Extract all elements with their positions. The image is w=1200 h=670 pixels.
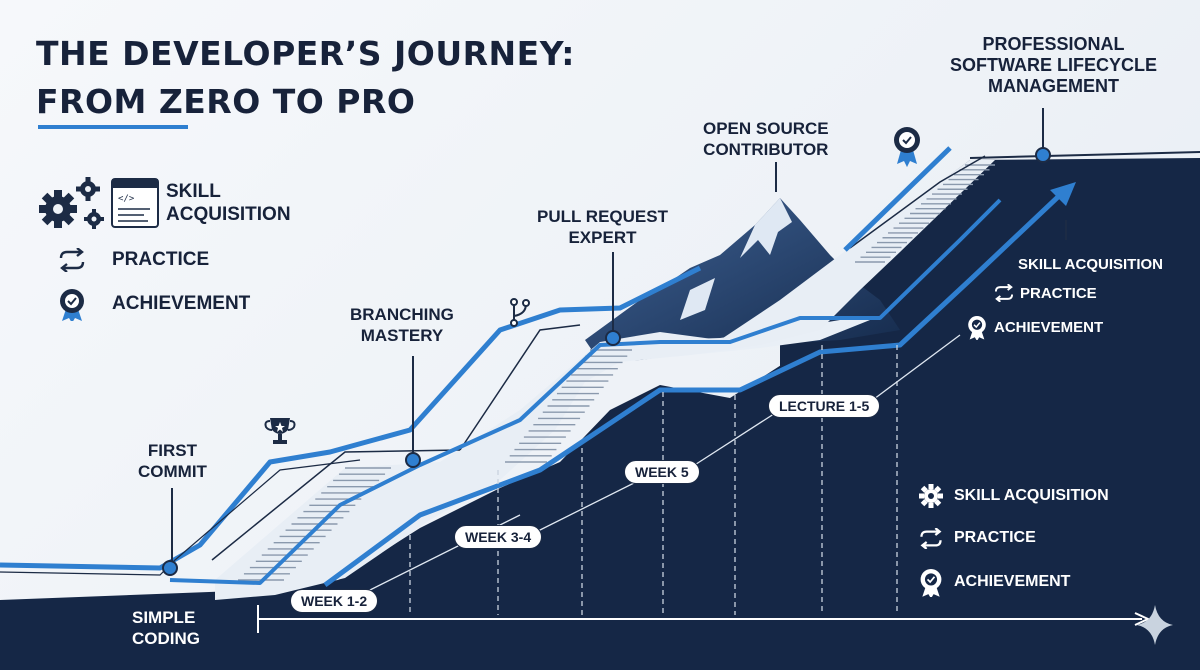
gears-icon xyxy=(36,173,108,233)
trophy-icon xyxy=(264,418,296,444)
legend-bottom-achievement: ACHIEVEMENT xyxy=(912,560,1109,604)
legend-top-left: </> SKILL ACQUISITION PRACTICE xyxy=(36,170,291,326)
git-branch-icon xyxy=(510,298,530,327)
timeline-pill-week-1-2: WEEK 1-2 xyxy=(290,589,379,613)
cycle-arrows-icon xyxy=(36,248,108,272)
milestone-open-source-contributor: OPEN SOURCE CONTRIBUTOR xyxy=(703,119,829,159)
stairs-lower xyxy=(238,467,391,581)
stair-band-light xyxy=(215,160,995,600)
milestone-leaders xyxy=(171,108,1200,568)
award-badge-icon xyxy=(36,287,108,321)
journey-line-top-dark xyxy=(0,459,361,576)
milestone-professional: PROFESSIONAL SOFTWARE LIFECYCLE MANAGEME… xyxy=(950,34,1157,96)
award-badge-icon xyxy=(912,567,950,597)
legend-item-practice: PRACTICE xyxy=(36,238,291,282)
legend-right: SKILL ACQUISITION PRACTICE ACHIEVEMENT xyxy=(968,252,1164,344)
journey-line-lower xyxy=(169,198,1002,585)
progress-arrowhead xyxy=(1050,182,1076,206)
handrail-mid xyxy=(459,324,581,451)
milestone-first-commit: FIRST COMMIT xyxy=(138,441,207,481)
legend-right-skill: SKILL ACQUISITION xyxy=(1018,255,1164,273)
legend-right-achievement: ACHIEVEMENT xyxy=(962,310,1163,344)
legend-right-practice: PRACTICE xyxy=(990,276,1163,310)
legend-bottom-skill: SKILL ACQUISITION xyxy=(912,476,1109,516)
code-window-icon: </> xyxy=(108,175,162,231)
timeline-pill-week-3-4: WEEK 3-4 xyxy=(454,525,543,549)
page-title: THE DEVELOPER’S JOURNEY: FROM ZERO TO PR… xyxy=(36,30,575,126)
legend-bottom-practice: PRACTICE xyxy=(912,516,1109,560)
cycle-arrows-icon xyxy=(912,527,950,549)
handrail-upper xyxy=(849,155,986,249)
stairs-mid xyxy=(505,349,632,463)
milestone-pull-request-expert: PULL REQUEST EXPERT xyxy=(537,207,668,247)
legend-bottom-right: SKILL ACQUISITION PRACTICE ACHIEVEMENT xyxy=(912,476,1109,604)
timeline-dividers xyxy=(409,345,898,615)
legend-item-achievement: ACHIEVEMENT xyxy=(36,282,291,326)
milestone-dots xyxy=(162,147,1051,576)
cycle-arrows-icon xyxy=(990,284,1018,302)
gear-icon xyxy=(912,483,950,509)
milestone-branching-mastery: BRANCHING MASTERY xyxy=(350,305,454,345)
title-line-2: FROM ZERO TO PRO xyxy=(36,82,416,121)
title-line-1: THE DEVELOPER’S JOURNEY: xyxy=(36,34,575,73)
timeline-pill-lecture-1-5: LECTURE 1-5 xyxy=(768,394,881,418)
legend-item-skill: </> SKILL ACQUISITION xyxy=(36,170,291,236)
svg-text:</>: </> xyxy=(118,194,135,204)
title-underline xyxy=(38,125,188,129)
handrail-lower xyxy=(211,449,461,561)
stairs-upper xyxy=(855,164,995,263)
award-badge-icon xyxy=(962,314,992,340)
terrain-plateau xyxy=(780,158,1200,670)
award-badge-icon xyxy=(894,127,920,167)
timeline-pill-week-5: WEEK 5 xyxy=(624,460,700,484)
sparkle-icon xyxy=(1137,605,1173,645)
progress-line xyxy=(323,193,1062,588)
timeline-arrowhead xyxy=(1134,612,1151,626)
milestone-simple-coding: SIMPLE CODING xyxy=(132,608,200,648)
pill-connectors xyxy=(349,334,961,601)
